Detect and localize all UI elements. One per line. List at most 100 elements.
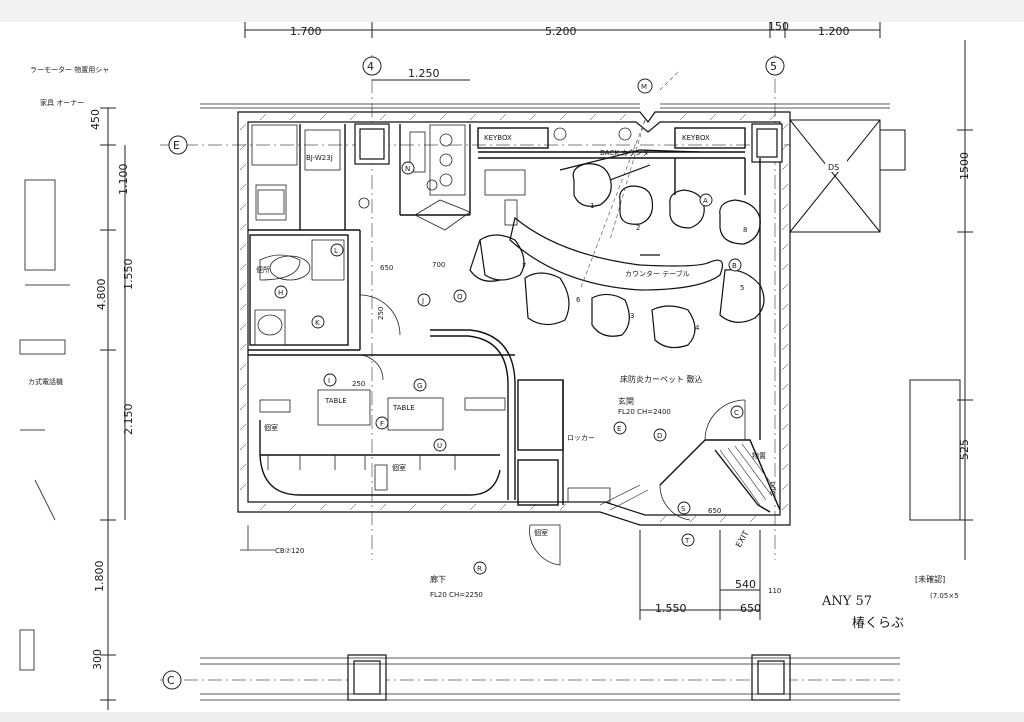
private-room-2-label: 個室: [392, 463, 406, 472]
top-window-band: [200, 103, 890, 109]
top-dimension-line: [244, 22, 881, 81]
dim-interior-4: 250: [377, 307, 385, 320]
project-code: ANY 57: [821, 594, 872, 609]
dim-bottom-3: 1.550: [655, 602, 687, 615]
locker-label: ロッカー: [567, 434, 595, 442]
seat-number-labels: 1 2 3 4 5 6 7 8: [522, 202, 747, 332]
toilet-label: 便所: [256, 265, 270, 274]
seat-7: 7: [522, 262, 526, 270]
cb-note: CB⑦120: [275, 547, 304, 555]
seat-1: 1: [590, 202, 594, 210]
neighbour-drawing-left: [19, 179, 70, 671]
grid-label-e: E: [173, 139, 180, 152]
seat-8: 8: [743, 226, 747, 234]
circle-tag-labels: L N J G H I F U E C D S T R A B K Q: [278, 165, 739, 573]
bottom-wall-band: [200, 657, 900, 701]
tag-r: R: [477, 565, 482, 573]
cb-leader: [240, 525, 275, 551]
outer-wall: [237, 111, 791, 526]
dim-interior-2: 700: [432, 261, 445, 269]
grid-label-c: C: [167, 674, 175, 687]
right-dimension-line: [909, 40, 973, 560]
toilet-fixtures: [254, 239, 345, 346]
ds-label-bg: [825, 160, 847, 172]
tag-h: H: [278, 289, 283, 297]
dim-top-sub: 1.250: [408, 67, 440, 80]
keybox-right-label: KEYBOX: [682, 134, 710, 142]
tag-i: I: [328, 377, 330, 385]
table-2-label: TABLE: [392, 404, 415, 412]
counter-radius-lines: [579, 69, 681, 291]
keybox-left-label: KEYBOX: [484, 134, 512, 142]
seat-6: 6: [576, 296, 581, 304]
exit-stair: [599, 443, 777, 511]
paper-edge-top: [0, 0, 1024, 22]
corridor-carpet-label: 床防炎カーペット 敷込: [620, 374, 703, 384]
ds-shaft: [789, 119, 906, 233]
tag-c: C: [734, 409, 739, 417]
dim-bottom-4: 650: [740, 602, 761, 615]
ds-label: DS: [828, 163, 839, 172]
entrance-sub: FL20 CH=2400: [618, 408, 671, 416]
tag-d: D: [657, 432, 662, 440]
grid-label-5: 5: [770, 60, 777, 73]
dim-interior-6: 650: [708, 507, 721, 515]
seat-4: 4: [695, 324, 700, 332]
structural-columns: [347, 123, 791, 701]
table-1-label: TABLE: [324, 397, 347, 405]
dim-left-7: 300: [91, 649, 104, 670]
seat-5: 5: [740, 284, 744, 292]
tag-j: J: [421, 297, 424, 305]
private-room-tables: [259, 389, 506, 491]
dim-right-2: 525: [958, 439, 971, 460]
wall-hatch: [239, 113, 789, 523]
upper-note: 家具 オーナー: [40, 98, 84, 107]
back-counter-label: BACK カウンター: [600, 148, 656, 157]
tag-a: A: [703, 197, 708, 205]
tag-q: Q: [457, 293, 463, 301]
dim-top-3: 150: [768, 20, 789, 33]
counter-table-label: カウンター テーブル: [625, 269, 690, 278]
dim-left-2: 1.100: [117, 164, 130, 196]
side-note: カ式電話機: [28, 377, 63, 386]
dim-interior-5: 900: [769, 482, 777, 495]
private-room-1-label: 個室: [264, 423, 278, 432]
tag-l: L: [334, 247, 338, 255]
tag-u: U: [437, 442, 442, 450]
dim-left-1: 450: [89, 109, 102, 130]
tag-n: N: [405, 165, 410, 173]
dim-interior-3: 250: [352, 380, 365, 388]
circle-tag-shapes: [274, 161, 744, 575]
grid-bubbles: [162, 56, 785, 690]
tag-f: F: [380, 420, 384, 428]
dim-left-4: 4.800: [95, 279, 108, 311]
seat-note: BJ-W23J: [306, 154, 333, 162]
dim-top-4: 1.200: [818, 25, 850, 38]
grid-label-4: 4: [367, 60, 374, 73]
paper-edge-bottom: [0, 712, 1024, 722]
tag-e: E: [617, 425, 621, 433]
scale-note: [未確認]: [915, 574, 945, 584]
top-left-note: ラーモーター 物置用シャ: [30, 65, 109, 74]
dim-right-1: 1500: [958, 152, 971, 180]
door-swings: [359, 294, 746, 566]
private-room-3-label: 個室: [534, 528, 548, 537]
bottom-dimension-lines: [639, 530, 761, 620]
project-name: 椿くらぶ: [852, 616, 904, 631]
dim-top-1: 1.700: [290, 25, 322, 38]
grid-label-m: M: [641, 83, 647, 91]
interior-partitions: [248, 124, 781, 513]
left-dimension-line: [100, 107, 126, 710]
corridor-sub: FL20 CH=2250: [430, 591, 483, 599]
dim-bottom-1: 540: [735, 578, 756, 591]
dim-left-3: 1.550: [122, 259, 135, 291]
seat-2: 2: [636, 224, 640, 232]
dim-left-6: 1.800: [93, 561, 106, 593]
kitchen-equipment: [251, 124, 632, 231]
dim-left-5: 2.150: [122, 404, 135, 436]
tag-k: K: [315, 319, 320, 327]
tag-g: G: [417, 382, 422, 390]
corridor-label: 廊下: [430, 574, 446, 584]
dim-interior-1: 650: [380, 264, 393, 272]
tag-s: S: [681, 505, 686, 513]
